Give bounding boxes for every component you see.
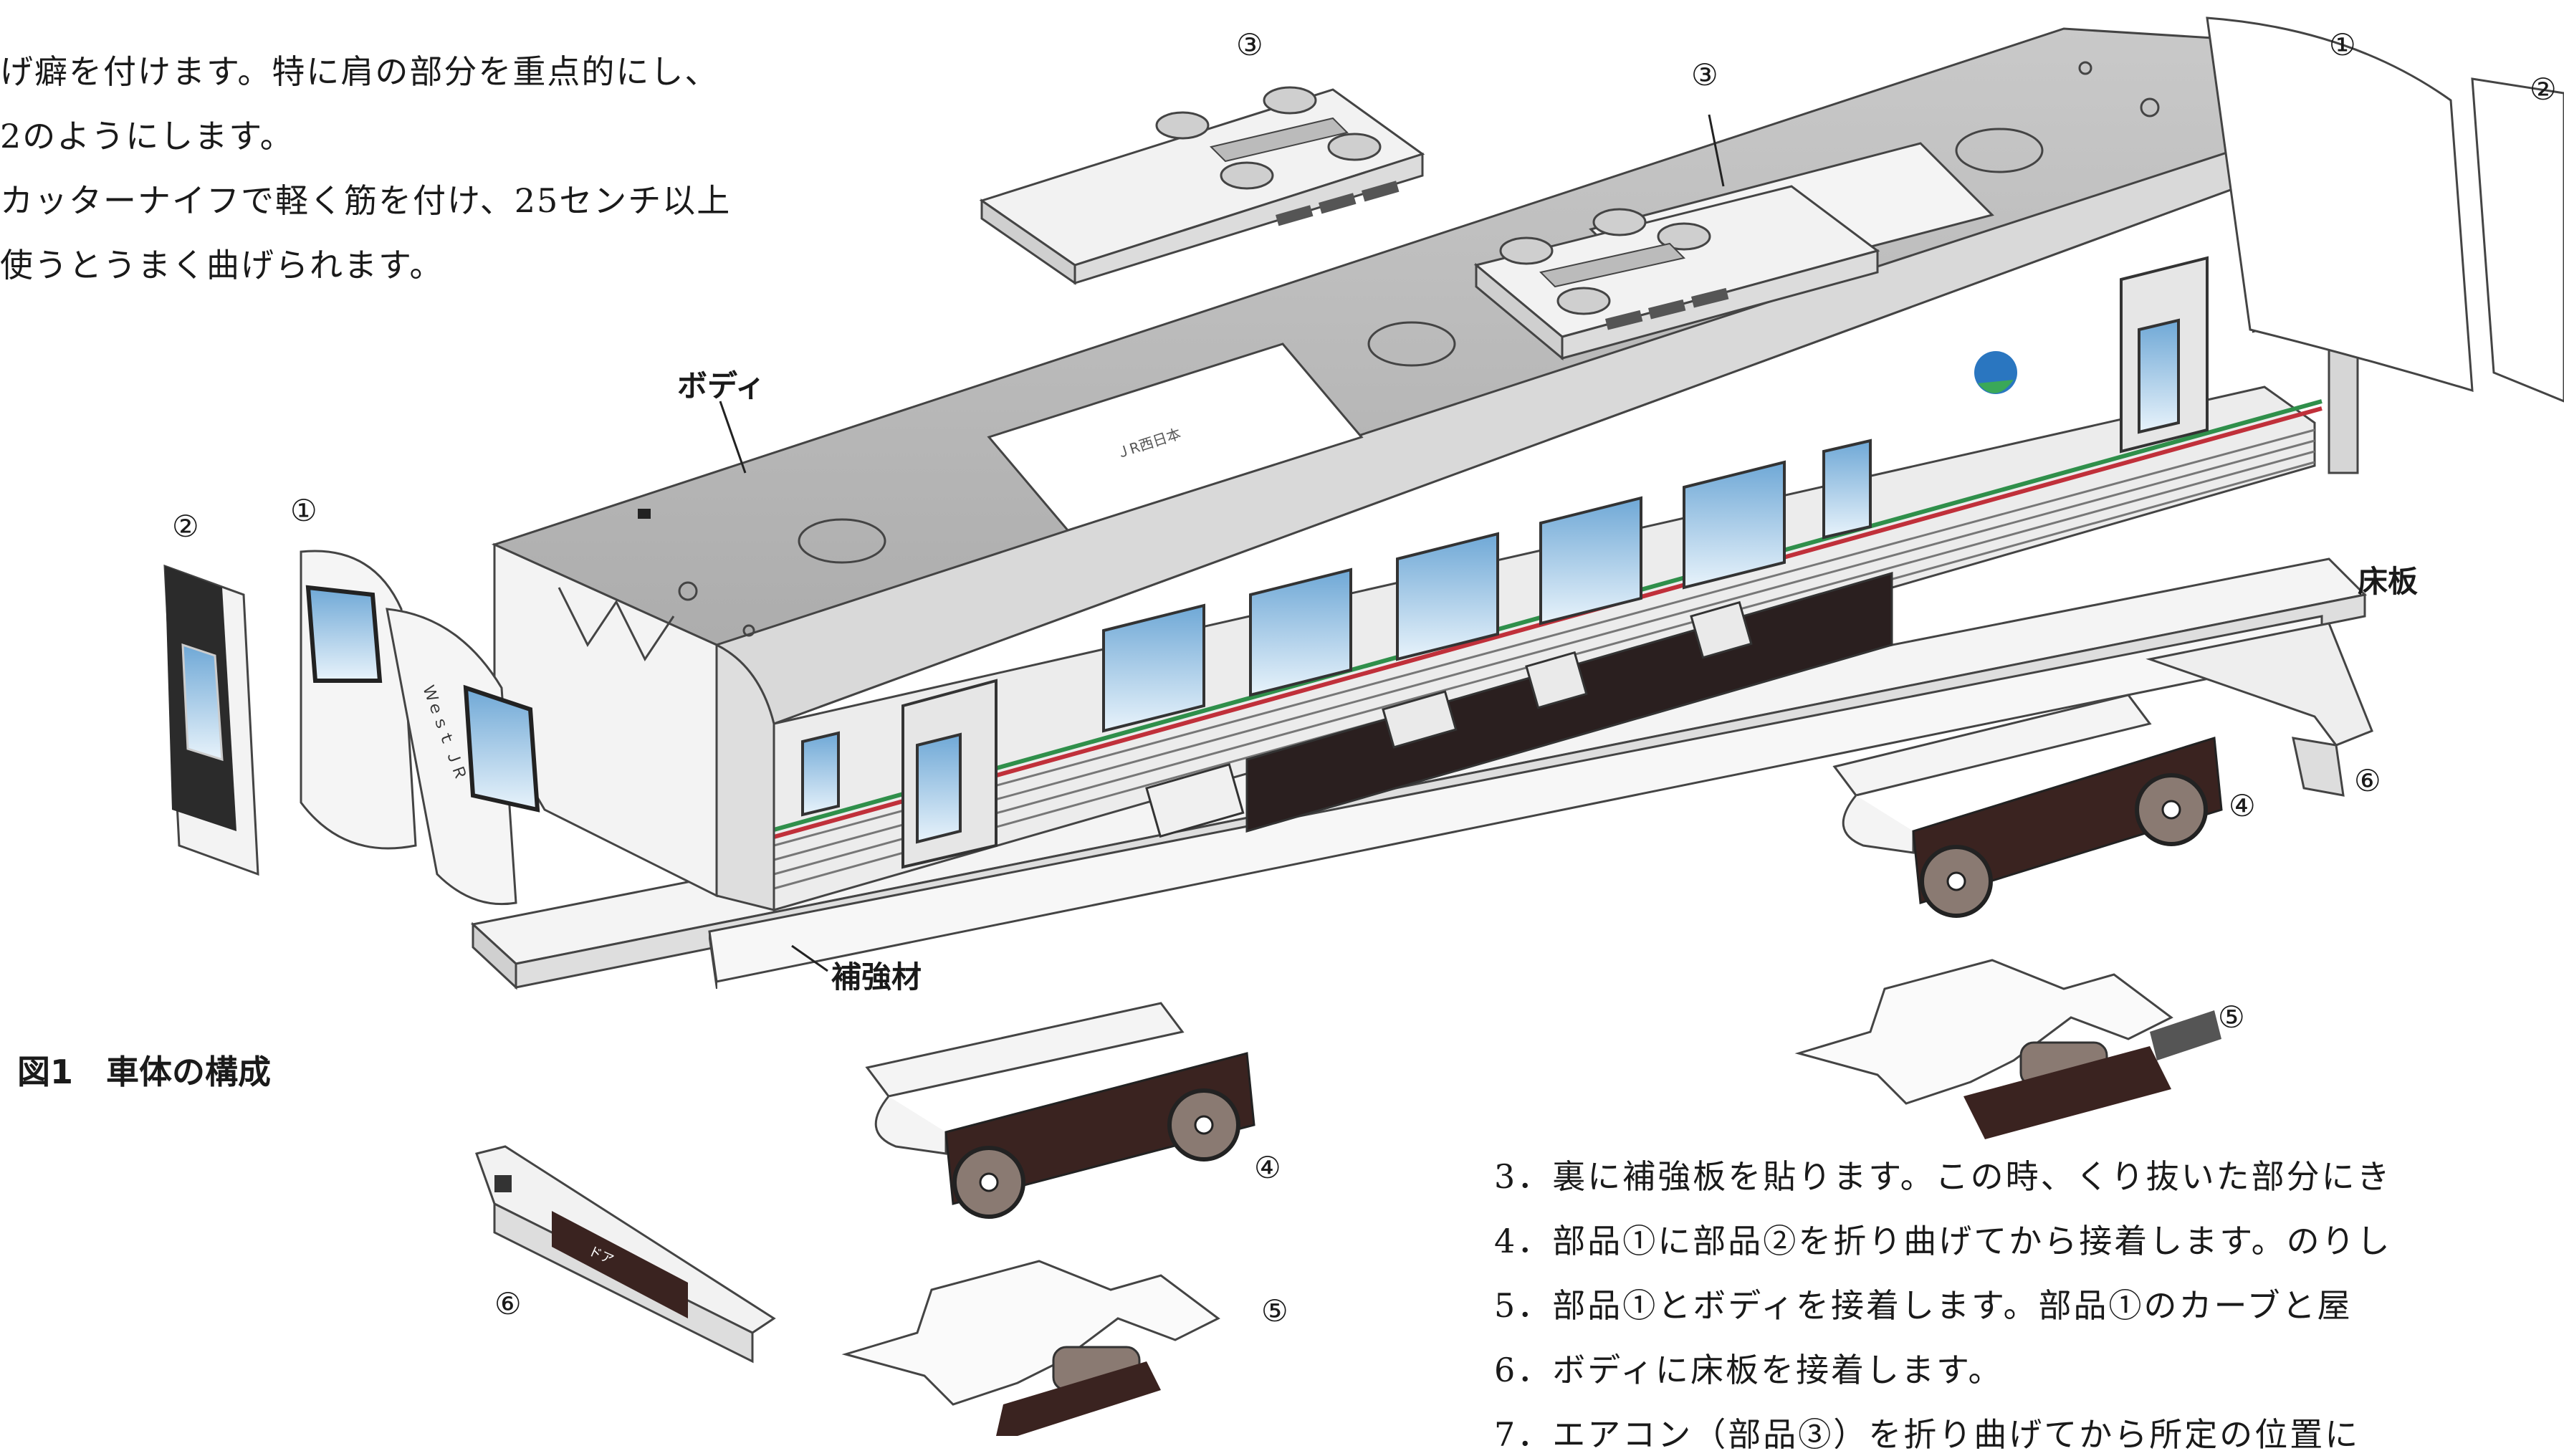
circled-number-1-icon: ① (290, 493, 317, 528)
leader-lines (719, 114, 1725, 972)
bolster-part-5-upper (1794, 959, 2221, 1139)
figure-caption: 図1 車体の構成 (17, 1053, 272, 1091)
intro-line-4: 使うとうまく曲げられます。 (0, 246, 444, 284)
step-6: 6．ボディに床板を接着します。 (1494, 1351, 2004, 1389)
circled-number-1-icon: ① (2329, 27, 2356, 62)
doors (901, 256, 2209, 869)
circled-number-5-icon: ⑤ (2218, 1000, 2245, 1035)
circled-number-2-icon: ② (2530, 72, 2557, 107)
truck-part-4-upper (1832, 694, 2223, 918)
front-panel-part-1-left: Ｗｅｓｔ ＪＲ (300, 550, 540, 906)
step-7: 7．エアコン（部品③）を折り曲げてから所定の位置に (1494, 1415, 2360, 1454)
car-body: ＪR西日本 (491, 27, 2360, 911)
end-panel-part-2-right (2471, 77, 2564, 403)
underfloor-equipment (1145, 572, 1893, 838)
label-reinforcement: 補強材 (831, 959, 922, 995)
circled-number-6-icon: ⑥ (2354, 763, 2381, 798)
company-logo (1974, 351, 2017, 394)
ac-unit-part-3 (979, 86, 1425, 285)
circled-number-5-icon: ⑤ (1261, 1293, 1288, 1328)
end-panel-part-1-right (2206, 16, 2474, 393)
roof-ac-unit (1473, 185, 1880, 361)
step-3: 3．裏に補強板を貼ります。この時、くり抜いた部分にき (1494, 1157, 2392, 1196)
label-body: ボディ (677, 368, 766, 403)
intro-line-3: カッターナイフで軽く筋を付け、25センチ以上 (0, 181, 732, 220)
intro-line-2: 2のようにします。 (0, 117, 295, 155)
circled-number-2-icon: ② (172, 509, 199, 544)
reinforcement-part (708, 615, 2373, 990)
front-panel-part-2-left (163, 564, 259, 876)
circled-number-6-icon: ⑥ (494, 1286, 522, 1321)
bolster-part-5-lower (841, 1260, 1220, 1436)
label-floor-plate: 床板 (2358, 564, 2419, 599)
circled-number-4-icon: ④ (1254, 1150, 1281, 1185)
side-windows (801, 247, 2291, 817)
circled-number-3-icon: ③ (1691, 57, 1718, 92)
circled-number-4-icon: ④ (2229, 788, 2256, 823)
circled-number-3-icon: ③ (1236, 27, 1263, 62)
part-6-skirt: ドア (475, 1145, 776, 1364)
step-4: 4．部品①に部品②を折り曲げてから接着します。のりし (1494, 1222, 2392, 1260)
truck-part-4-lower (865, 1002, 1255, 1219)
intro-line-1: げ癖を付けます。特に肩の部分を重点的にし、 (0, 52, 719, 91)
step-5: 5．部品①とボディを接着します。部品①のカーブと屋 (1494, 1286, 2353, 1325)
